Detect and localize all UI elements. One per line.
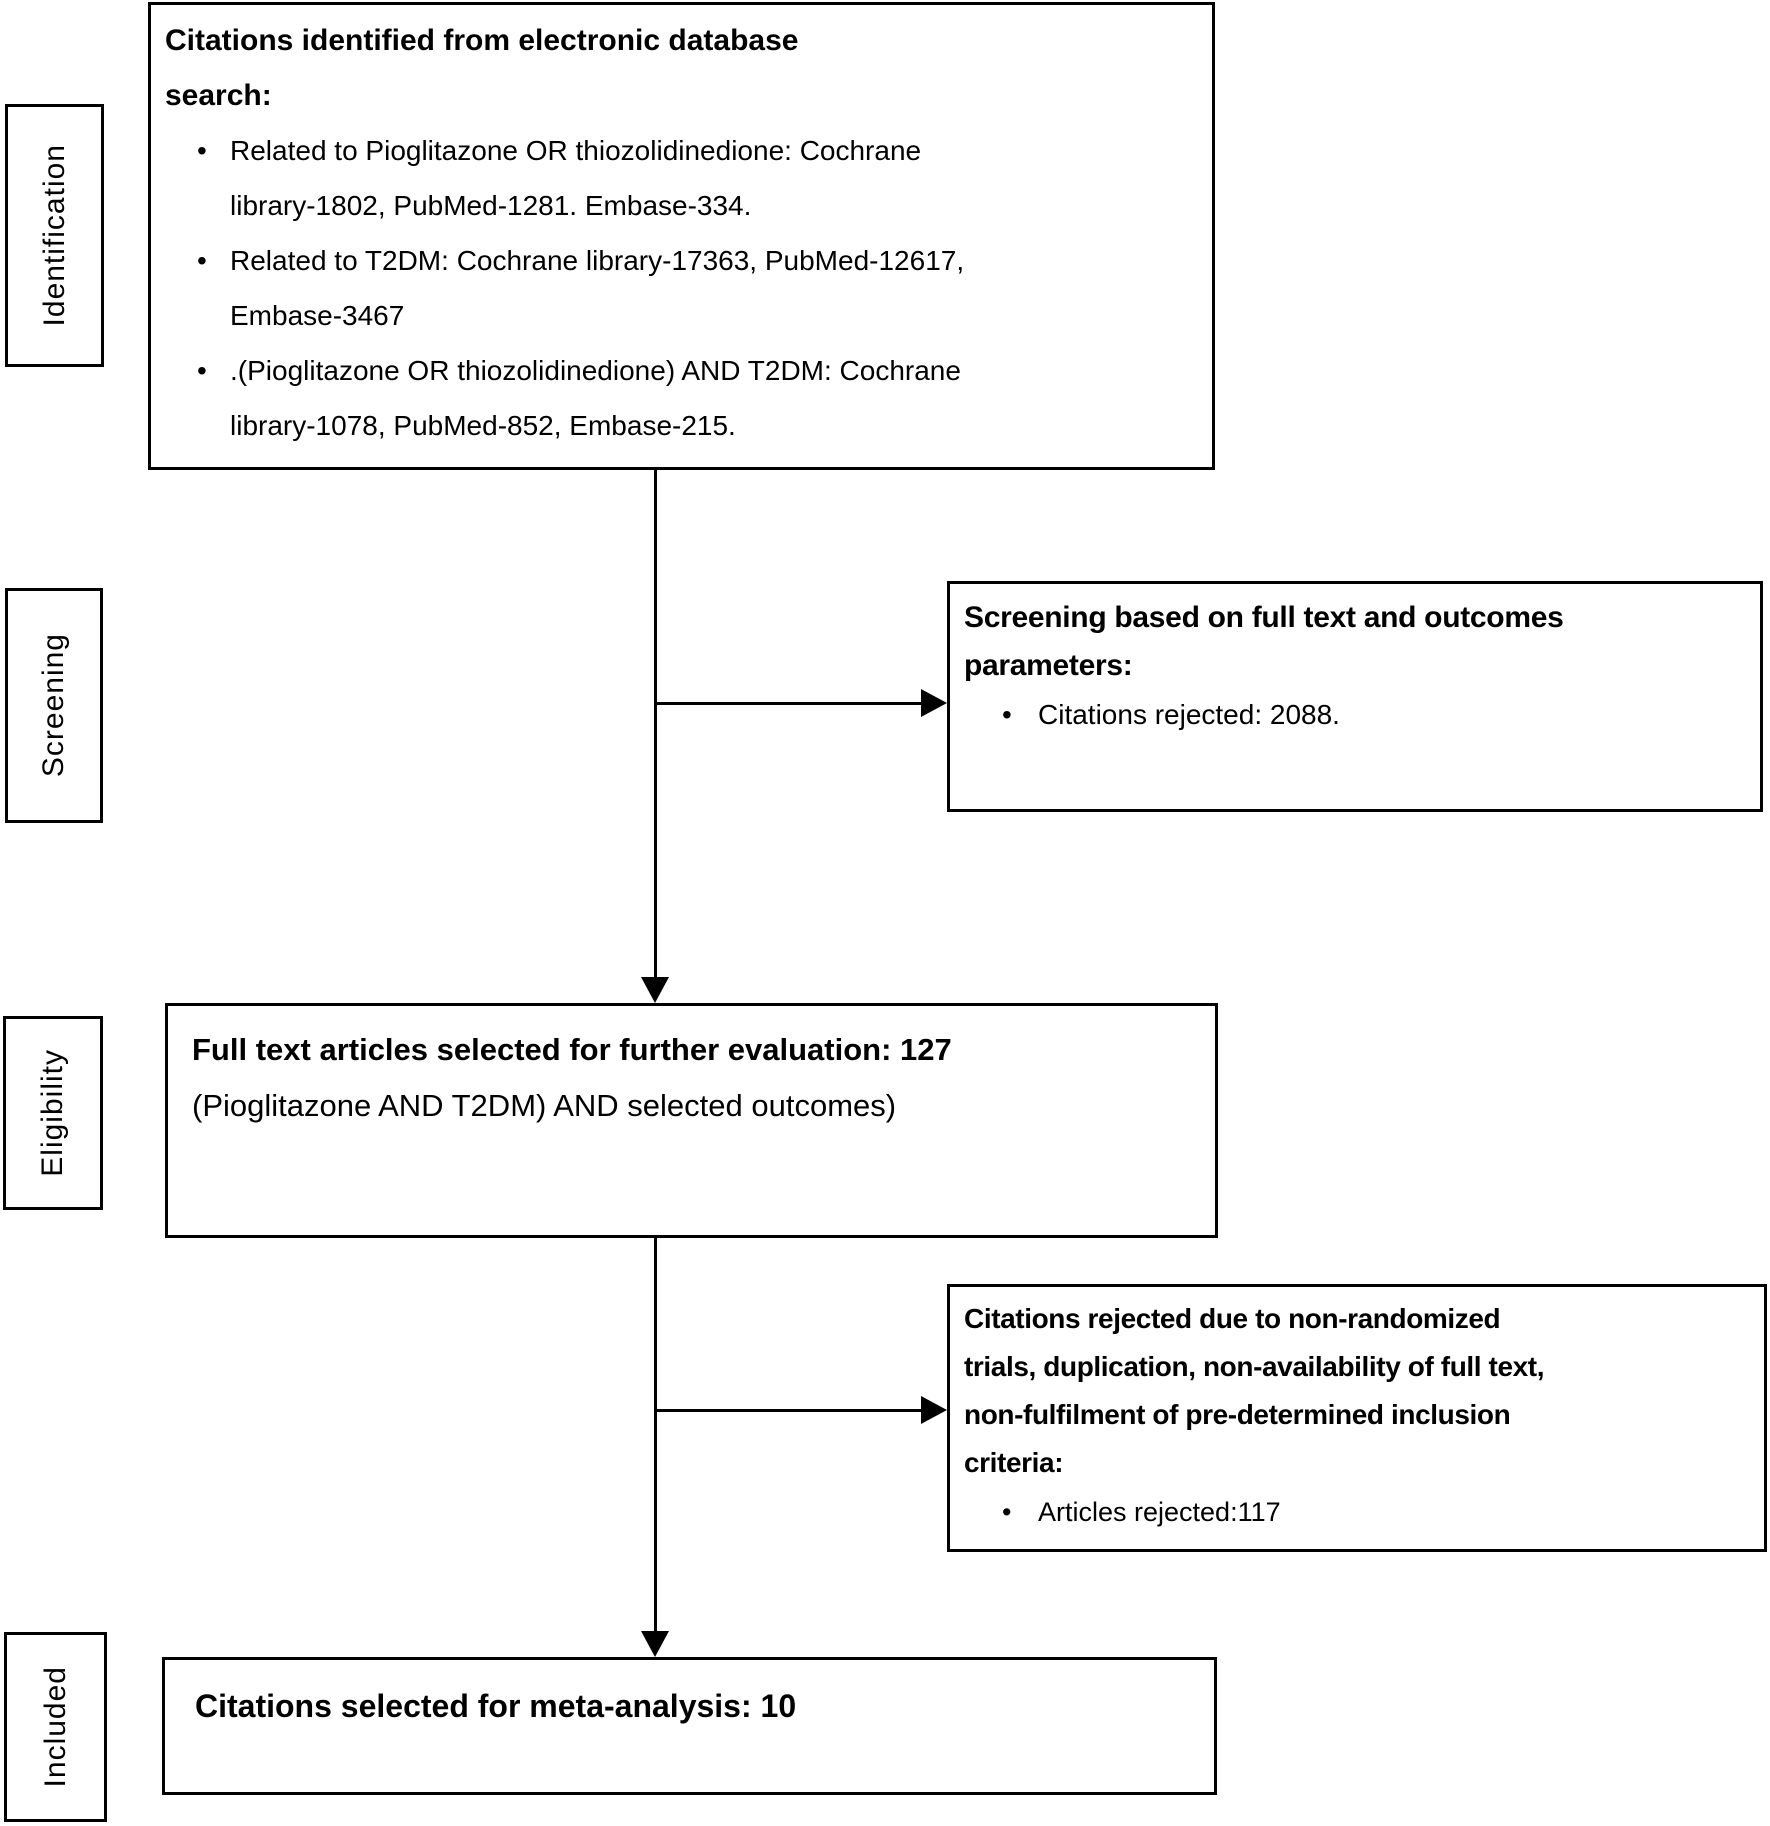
stage-label-identification-text: Identification bbox=[37, 144, 71, 327]
title-line: search: bbox=[165, 79, 272, 112]
stage-label-eligibility-text: Eligibility bbox=[36, 1049, 69, 1177]
identification-bullet-list: • Related to Pioglitazone OR thiozolidin… bbox=[165, 123, 1194, 453]
bullet-icon: • bbox=[1002, 699, 1012, 730]
stage-label-screening: Screening bbox=[5, 588, 103, 823]
title-line: Citations identified from electronic dat… bbox=[165, 24, 799, 57]
bullet-line: Related to Pioglitazone OR thiozolidined… bbox=[230, 135, 922, 166]
bullet-item: • Related to T2DM: Cochrane library-1736… bbox=[165, 233, 1194, 343]
bullet-item: • Citations rejected: 2088. bbox=[964, 690, 1746, 740]
stage-label-identification: Identification bbox=[5, 104, 104, 367]
connector-branch-to-rejection bbox=[655, 1409, 923, 1412]
identification-box-title: Citations identified from electronic dat… bbox=[165, 13, 1194, 123]
included-box: Citations selected for meta-analysis: 10 bbox=[162, 1657, 1217, 1795]
bullet-item: • .(Pioglitazone OR thiozolidinedione) A… bbox=[165, 343, 1194, 453]
bullet-text: Related to Pioglitazone OR thiozolidined… bbox=[230, 123, 921, 233]
title-line: non-fulfilment of pre-determined inclusi… bbox=[964, 1399, 1511, 1430]
bullet-line: Embase-3467 bbox=[230, 300, 405, 331]
bullet-icon: • bbox=[1002, 1497, 1012, 1527]
stage-label-included-text: Included bbox=[38, 1666, 72, 1788]
title-line: parameters: bbox=[964, 649, 1133, 682]
title-line: Citations rejected due to non-randomized bbox=[964, 1303, 1501, 1334]
eligibility-box: Full text articles selected for further … bbox=[165, 1003, 1218, 1238]
bullet-text: Articles rejected:117 bbox=[1038, 1487, 1281, 1537]
bullet-icon: • bbox=[197, 355, 207, 386]
connector-branch-to-screening bbox=[655, 702, 923, 705]
stage-label-eligibility: Eligibility bbox=[3, 1016, 103, 1210]
screening-bullet-list: • Citations rejected: 2088. bbox=[964, 690, 1746, 740]
connector-identification-to-eligibility bbox=[654, 468, 657, 980]
bullet-text: .(Pioglitazone OR thiozolidinedione) AND… bbox=[230, 343, 961, 453]
bullet-text: Related to T2DM: Cochrane library-17363,… bbox=[230, 233, 964, 343]
stage-label-screening-text: Screening bbox=[37, 633, 70, 778]
arrow-right-icon bbox=[921, 689, 947, 717]
bullet-text: Citations rejected: 2088. bbox=[1038, 690, 1340, 740]
included-box-title: Citations selected for meta-analysis: 10 bbox=[195, 1688, 797, 1724]
bullet-item: • Related to Pioglitazone OR thiozolidin… bbox=[165, 123, 1194, 233]
title-line: Screening based on full text and outcome… bbox=[964, 601, 1564, 634]
bullet-line: .(Pioglitazone OR thiozolidinedione) AND… bbox=[230, 355, 961, 386]
title-line: criteria: bbox=[964, 1447, 1064, 1478]
bullet-line: library-1078, PubMed-852, Embase-215. bbox=[230, 410, 736, 441]
rejection-reasons-box: Citations rejected due to non-randomized… bbox=[947, 1284, 1767, 1552]
bullet-icon: • bbox=[197, 135, 207, 166]
bullet-line: library-1802, PubMed-1281. Embase-334. bbox=[230, 190, 752, 221]
title-line: trials, duplication, non-availability of… bbox=[964, 1351, 1545, 1382]
identification-box: Citations identified from electronic dat… bbox=[148, 2, 1215, 470]
eligibility-box-title: Full text articles selected for further … bbox=[192, 1032, 952, 1067]
bullet-line: Citations rejected: 2088. bbox=[1038, 699, 1340, 730]
bullet-line: Articles rejected:117 bbox=[1038, 1497, 1281, 1527]
bullet-icon: • bbox=[197, 245, 207, 276]
screening-box-title: Screening based on full text and outcome… bbox=[964, 594, 1746, 690]
rejection-bullet-list: • Articles rejected:117 bbox=[964, 1487, 1752, 1537]
arrow-down-icon bbox=[641, 1631, 669, 1657]
stage-label-included: Included bbox=[4, 1632, 107, 1822]
screening-rejected-box: Screening based on full text and outcome… bbox=[947, 581, 1763, 812]
eligibility-box-subtitle: (Pioglitazone AND T2DM) AND selected out… bbox=[192, 1088, 897, 1123]
arrow-down-icon bbox=[641, 977, 669, 1003]
rejection-box-title: Citations rejected due to non-randomized… bbox=[964, 1295, 1752, 1487]
arrow-right-icon bbox=[921, 1396, 947, 1424]
connector-eligibility-to-included bbox=[654, 1236, 657, 1634]
bullet-item: • Articles rejected:117 bbox=[964, 1487, 1752, 1537]
bullet-line: Related to T2DM: Cochrane library-17363,… bbox=[230, 245, 965, 276]
